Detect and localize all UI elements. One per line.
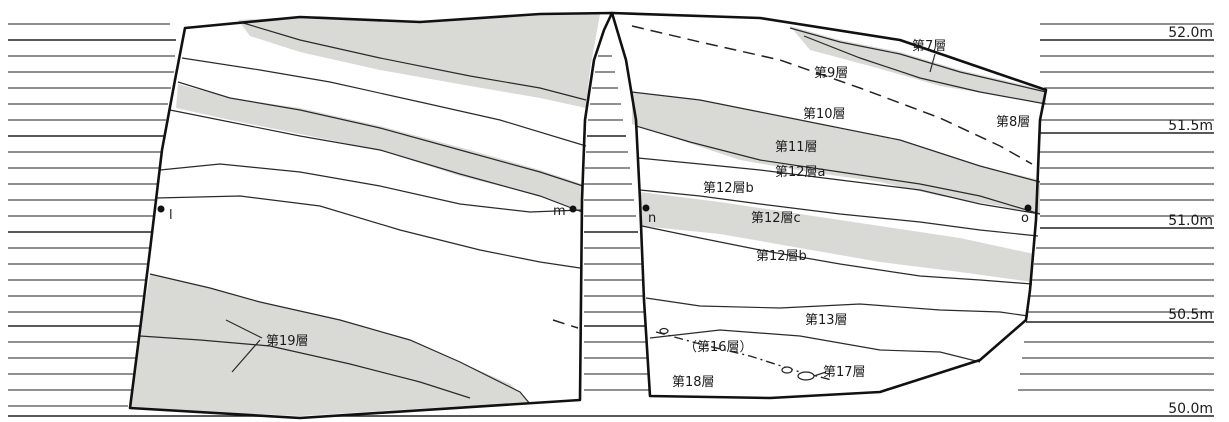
point-m-label: m [553,204,566,219]
elevation-label-50-5: 50.5m [1168,307,1213,323]
right-layer7-band [790,26,1046,104]
layer-12b-upper-label: 第12層b [703,181,754,196]
layer-9-label: 第9層 [814,66,848,81]
layer-12b-lower-label: 第12層b [756,249,807,264]
point-n-marker [642,204,650,212]
layer-8-label: 第8層 [996,115,1030,130]
right-section-panel: n o 第7層 第9層 第10層 第8層 第11層 第12層a 第12層b 第1… [610,11,1048,400]
layer-18-label: 第18層 [672,375,715,390]
elevation-rules-middle [584,55,651,391]
layer-10-label: 第10層 [803,107,846,122]
elevation-label-51-5: 51.5m [1168,118,1213,134]
right-layer11-band [632,92,1040,214]
elevation-rules-right [8,23,1214,417]
layer-12c-label: 第12層c [751,211,801,226]
layer-19-label: 第19層 [266,334,309,349]
elevation-label-50: 50.0m [1168,401,1213,417]
left-section-panel: l m 第19層 [128,11,614,420]
layer-11-label: 第11層 [775,140,818,155]
layer-13-label: 第13層 [805,313,848,328]
left-bottom-shaded-band [130,274,530,416]
right-layer12c-band [640,192,1034,282]
layer-17-label: 第17層 [823,365,866,380]
point-l-label: l [169,208,173,223]
point-n-label: n [648,211,656,226]
point-l-marker [157,205,165,213]
left-top-shaded-band [238,14,600,108]
elevation-rules-left [8,23,176,407]
layer-12a-label: 第12層a [775,165,826,180]
layer-7-label: 第7層 [912,39,946,54]
point-o-marker [1024,204,1032,212]
elevation-label-52: 52.0m [1168,25,1213,41]
elevation-labels: 52.0m 51.5m 51.0m 50.5m 50.0m [1168,25,1213,417]
point-o-label: o [1021,211,1029,226]
elevation-label-51: 51.0m [1168,213,1213,229]
layer-16-label: （第16層） [684,340,753,355]
point-m-marker [569,205,577,213]
